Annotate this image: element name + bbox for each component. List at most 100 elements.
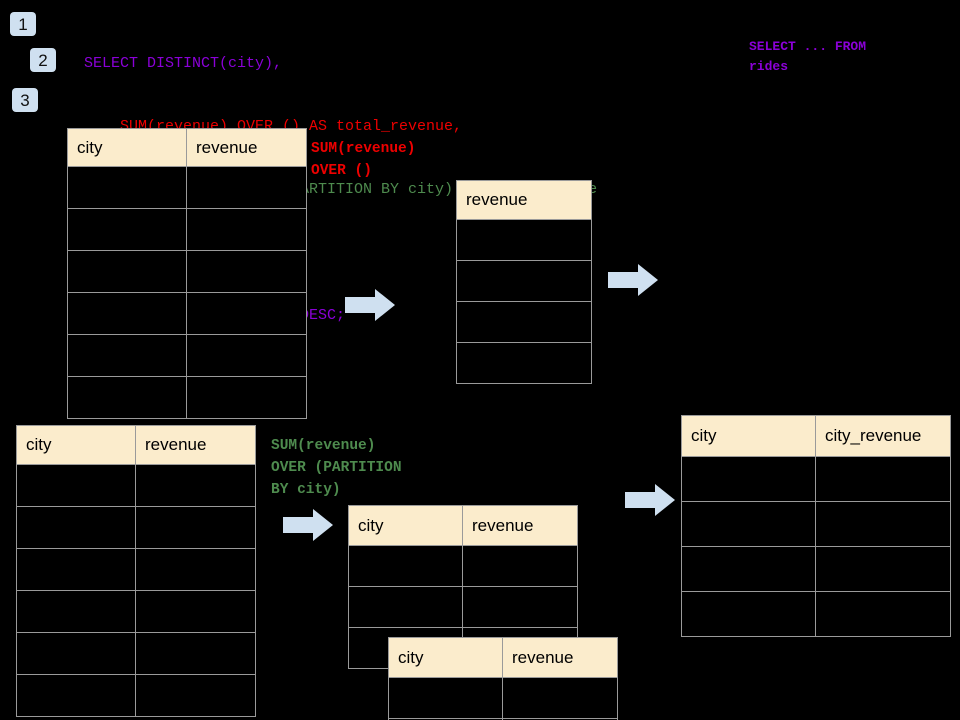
table-row (681, 591, 951, 637)
table-cell (16, 548, 136, 591)
table-cell (186, 292, 307, 335)
table-cell (681, 546, 816, 592)
step-badge-3: 3 (12, 88, 38, 112)
table-cell (348, 545, 463, 587)
table-cell (456, 342, 592, 384)
table-cell (16, 674, 136, 717)
table-cell (16, 464, 136, 507)
arrow-source-to-total (345, 288, 395, 322)
column-header-city: city (681, 415, 816, 457)
table-row (16, 506, 256, 549)
table-cell (67, 166, 187, 209)
table-cell (135, 506, 256, 549)
table-cell (462, 586, 578, 628)
table-header-row: city city_revenue (681, 415, 951, 457)
step-badge-2: 2 (30, 48, 56, 72)
table-row (681, 501, 951, 547)
table-row (16, 548, 256, 591)
table-cell (681, 591, 816, 637)
table-row (67, 250, 307, 293)
table-cell (681, 501, 816, 547)
table-cell (462, 545, 578, 587)
table-cell (135, 674, 256, 717)
column-header-revenue: revenue (462, 505, 578, 546)
table-cell (16, 590, 136, 633)
table-cell (815, 546, 951, 592)
table-cell (186, 250, 307, 293)
table-row (456, 301, 592, 343)
table-cell (815, 501, 951, 547)
column-header-city: city (67, 128, 187, 167)
table-row (67, 376, 307, 419)
table-header-row: city revenue (16, 425, 256, 465)
table-row (16, 632, 256, 675)
column-header-revenue: revenue (135, 425, 256, 465)
table-row (67, 292, 307, 335)
table-partition-front: city revenue (388, 637, 618, 720)
table-row (67, 208, 307, 251)
table-row (456, 260, 592, 302)
annotation-sum-over-empty: SUM(revenue) OVER () (311, 141, 416, 179)
table-cell (502, 677, 618, 719)
table-row (681, 546, 951, 592)
table-header-row: city revenue (348, 505, 578, 546)
table-header-row: city revenue (388, 637, 618, 678)
table-cell (456, 260, 592, 302)
annotation-sum-over-partition: SUM(revenue) OVER (PARTITION BY city) (271, 438, 402, 498)
table-row (348, 586, 578, 628)
table-cell (16, 632, 136, 675)
column-header-city: city (388, 637, 503, 678)
table-cell (456, 219, 592, 261)
table-row (67, 166, 307, 209)
table-cell (186, 208, 307, 251)
column-header-city: city (348, 505, 463, 546)
table-row (388, 677, 618, 719)
table-row (67, 334, 307, 377)
select-from-rides-note: SELECT ... FROM rides (749, 39, 867, 74)
table-row (16, 464, 256, 507)
table-row (456, 219, 592, 261)
table-cell (135, 632, 256, 675)
table-city-revenue-result: city city_revenue (681, 415, 951, 637)
table-cell (135, 548, 256, 591)
table-cell (186, 376, 307, 419)
arrow-source-to-partition (283, 508, 333, 542)
table-cell (348, 586, 463, 628)
table-cell (16, 506, 136, 549)
table-cell (67, 250, 187, 293)
table-partition-back: city revenue (348, 505, 578, 669)
table-cell (815, 456, 951, 502)
table-cell (456, 301, 592, 343)
table-cell (135, 464, 256, 507)
table-cell (186, 166, 307, 209)
table-cell (67, 292, 187, 335)
table-total-revenue: revenue (456, 180, 592, 384)
table-cell (815, 591, 951, 637)
table-cell (388, 677, 503, 719)
table-header-row: revenue (456, 180, 592, 220)
column-header-city-revenue: city_revenue (815, 415, 951, 457)
table-rides-source-lower: city revenue (16, 425, 256, 717)
table-rides-source: city revenue (67, 128, 307, 419)
step-badge-1: 1 (10, 12, 36, 36)
table-row (456, 342, 592, 384)
table-cell (67, 334, 187, 377)
table-row (388, 718, 618, 720)
table-row (681, 456, 951, 502)
sql-line-1: SELECT DISTINCT(city), (84, 55, 283, 72)
table-cell (502, 718, 618, 720)
table-header-row: city revenue (67, 128, 307, 167)
table-row (16, 590, 256, 633)
table-row (16, 674, 256, 717)
column-header-revenue: revenue (502, 637, 618, 678)
table-cell (67, 208, 187, 251)
table-row (348, 545, 578, 587)
table-cell (186, 334, 307, 377)
arrow-total-to-result (608, 263, 658, 297)
table-cell (135, 590, 256, 633)
column-header-city: city (16, 425, 136, 465)
table-cell (681, 456, 816, 502)
column-header-revenue: revenue (186, 128, 307, 167)
arrow-partition-to-result (625, 483, 675, 517)
